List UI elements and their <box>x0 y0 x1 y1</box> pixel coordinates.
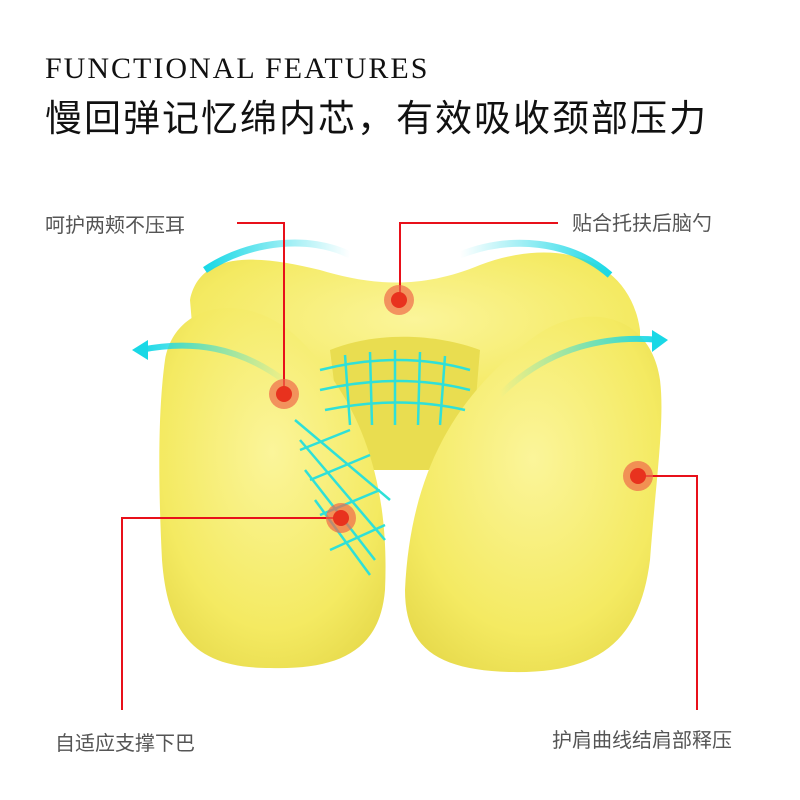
callout-label-chin: 自适应支撑下巴 <box>55 731 195 755</box>
pillow-right-arm <box>405 316 662 673</box>
callout-label-shoulder: 护肩曲线结肩部释压 <box>552 728 732 752</box>
callout-line-2 <box>399 222 558 300</box>
arrow-left-side <box>139 342 292 388</box>
features-title-cn: 慢回弹记忆绵内芯，有效吸收颈部压力 <box>45 97 708 140</box>
callout-label-head: 贴合托扶后脑勺 <box>572 211 712 235</box>
callout-line-3 <box>121 517 341 710</box>
callout-line-1 <box>237 222 285 394</box>
pillow-left-arm <box>159 307 386 669</box>
features-title-en: FUNCTIONAL FEATURES <box>45 52 430 85</box>
arrow-left-top <box>203 239 352 273</box>
arrow-right-side <box>497 335 661 398</box>
memory-foam-grid-icon <box>294 350 471 576</box>
arrow-right-top <box>458 239 613 278</box>
arrow-head-right <box>652 330 668 352</box>
callout-line-4 <box>638 475 698 710</box>
pressure-point-dots <box>269 285 653 533</box>
arrow-head-left <box>132 340 148 360</box>
callout-label-cheeks: 呵护两颊不压耳 <box>45 213 185 237</box>
